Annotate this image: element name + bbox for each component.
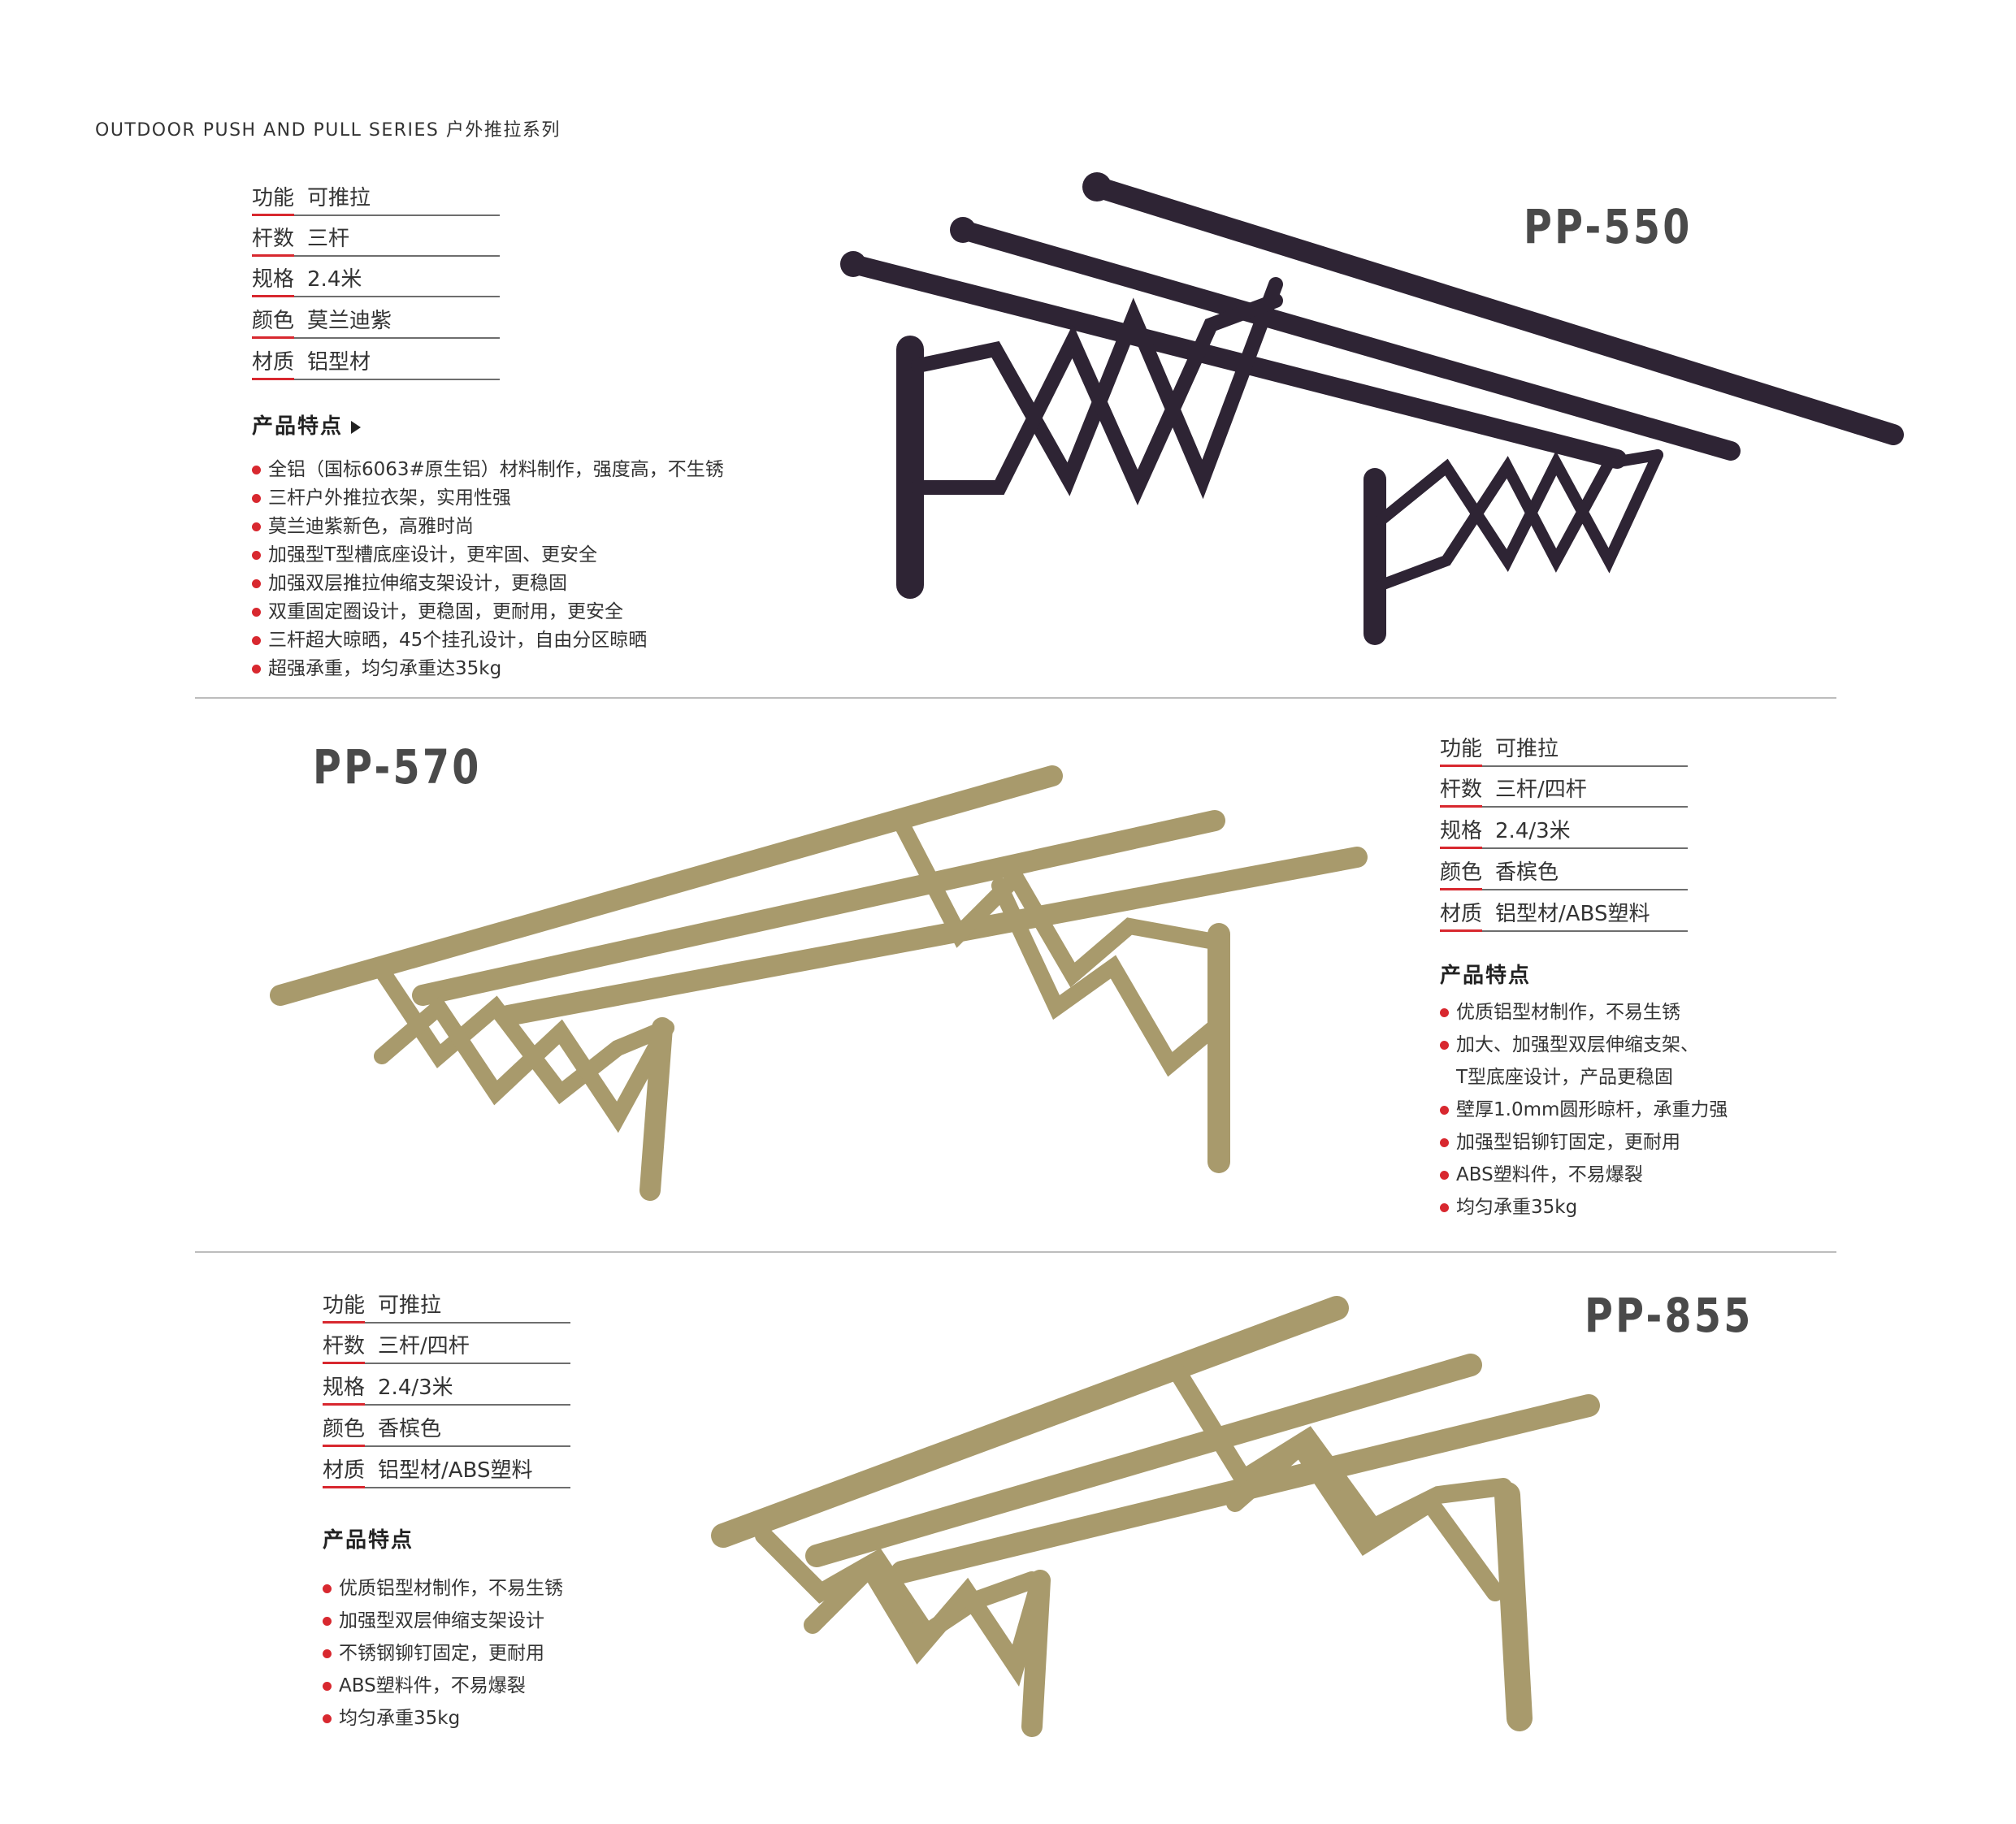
feature-item: 三杆户外推拉衣架，实用性强 — [252, 482, 511, 509]
bullet-icon — [252, 579, 261, 588]
spec-row-rods: 杆数三杆/四杆 — [323, 1328, 570, 1364]
section-divider — [195, 697, 1836, 699]
bullet-icon — [323, 1617, 332, 1626]
bullet-icon — [252, 494, 261, 503]
features-title: 产品特点 — [252, 409, 362, 440]
spec-row-color: 颜色莫兰迪紫 — [252, 303, 500, 339]
spec-row-function: 功能可推拉 — [1440, 731, 1688, 767]
spec-value: 2.4米 — [307, 267, 362, 292]
bullet-icon — [1440, 1171, 1449, 1180]
spec-value: 2.4/3米 — [378, 1376, 453, 1400]
spec-value: 可推拉 — [378, 1293, 442, 1318]
spec-row-rods: 杆数三杆 — [252, 221, 500, 257]
spec-row-size: 规格 2.4/3米 — [323, 1370, 570, 1406]
feature-item: 均匀承重35kg — [323, 1702, 460, 1730]
spec-label: 规格 — [323, 1371, 366, 1406]
spec-row-color: 颜色香槟色 — [323, 1411, 570, 1447]
feature-item: 加强型双层伸缩支架设计 — [323, 1605, 544, 1632]
model-title-pp550: PP-550 — [1524, 199, 1693, 254]
feature-item: 三杆超大晾晒，45个挂孔设计，自由分区晾晒 — [252, 624, 647, 652]
spec-label: 杆数 — [1440, 773, 1483, 808]
feature-item: 双重固定圈设计，更稳固，更耐用，更安全 — [252, 596, 623, 623]
bullet-icon — [1440, 1041, 1449, 1050]
bullet-icon — [1440, 1203, 1449, 1212]
feature-item: T型底座设计，产品更稳固 — [1456, 1067, 1674, 1088]
spec-value: 三杆/四杆 — [1495, 778, 1587, 802]
spec-value: 香槟色 — [1495, 860, 1559, 885]
bullet-icon — [323, 1584, 332, 1593]
spec-row-size: 规格 2.4米 — [252, 262, 500, 297]
feature-item: 全铝（国标6063#原生铝）材料制作，强度高，不生锈 — [252, 453, 724, 481]
feature-item: 优质铝型材制作，不易生锈 — [1440, 996, 1680, 1024]
bullet-icon — [252, 551, 261, 560]
spec-label: 杆数 — [323, 1329, 366, 1364]
bullet-icon — [1440, 1008, 1449, 1017]
bullet-icon — [252, 466, 261, 474]
feature-item: 加强型T型槽底座设计，更牢固、更安全 — [252, 539, 597, 566]
features-title-text: 产品特点 — [252, 414, 344, 439]
feature-item: 壁厚1.0mm圆形晾杆，承重力强 — [1440, 1094, 1728, 1121]
feature-item: 加大、加强型双层伸缩支架、 — [1440, 1029, 1699, 1056]
spec-label: 材质 — [323, 1454, 366, 1488]
bullet-icon — [252, 665, 261, 674]
spec-label: 功能 — [323, 1289, 366, 1324]
spec-label: 颜色 — [323, 1412, 366, 1447]
spec-label: 功能 — [252, 181, 295, 216]
spec-value: 铝型材/ABS塑料 — [1495, 902, 1650, 926]
spec-value: 三杆 — [307, 227, 350, 251]
play-arrow-icon — [351, 420, 362, 434]
spec-label: 杆数 — [252, 222, 295, 257]
spec-label: 规格 — [1440, 814, 1483, 849]
features-title: 产品特点 — [323, 1528, 414, 1553]
feature-item: ABS塑料件，不易爆裂 — [323, 1670, 526, 1697]
feature-item: ABS塑料件，不易爆裂 — [1440, 1159, 1643, 1186]
bullet-icon — [323, 1649, 332, 1658]
spec-label: 功能 — [1440, 732, 1483, 767]
spec-label: 颜色 — [252, 304, 295, 339]
spec-value: 莫兰迪紫 — [307, 309, 392, 333]
spec-row-rods: 杆数三杆/四杆 — [1440, 772, 1688, 808]
spec-row-material: 材质铝型材/ABS塑料 — [323, 1453, 570, 1488]
bullet-icon — [1440, 1106, 1449, 1115]
spec-label: 材质 — [252, 345, 295, 380]
spec-row-function: 功能可推拉 — [252, 180, 500, 216]
spec-label: 规格 — [252, 262, 295, 297]
spec-value: 可推拉 — [1495, 737, 1559, 761]
bullet-icon — [252, 608, 261, 617]
spec-label: 颜色 — [1440, 856, 1483, 890]
feature-item: 超强承重，均匀承重达35kg — [252, 652, 501, 680]
spec-label: 材质 — [1440, 897, 1483, 932]
feature-item: 优质铝型材制作，不易生锈 — [323, 1572, 563, 1600]
bullet-icon — [1440, 1138, 1449, 1147]
bullet-icon — [323, 1714, 332, 1723]
feature-item: 莫兰迪紫新色，高雅时尚 — [252, 510, 474, 538]
spec-value: 铝型材 — [307, 350, 371, 375]
bullet-icon — [252, 636, 261, 645]
spec-row-size: 规格 2.4/3米 — [1440, 813, 1688, 849]
spec-row-color: 颜色香槟色 — [1440, 855, 1688, 890]
spec-value: 三杆/四杆 — [378, 1334, 470, 1358]
feature-item: 不锈钢铆钉固定，更耐用 — [323, 1637, 544, 1665]
spec-row-function: 功能可推拉 — [323, 1288, 570, 1324]
model-title-pp855: PP-855 — [1585, 1288, 1754, 1343]
spec-row-material: 材质铝型材 — [252, 344, 500, 380]
bullet-icon — [323, 1682, 332, 1691]
feature-item: 均匀承重35kg — [1440, 1191, 1577, 1219]
spec-value: 香槟色 — [378, 1417, 442, 1441]
features-title: 产品特点 — [1440, 964, 1532, 988]
model-title-pp570: PP-570 — [313, 739, 482, 795]
bullet-icon — [252, 522, 261, 531]
series-header: OUTDOOR PUSH AND PULL SERIES 户外推拉系列 — [95, 120, 561, 141]
section-divider — [195, 1251, 1836, 1253]
spec-value: 2.4/3米 — [1495, 819, 1571, 843]
feature-item: 加强型铝铆钉固定，更耐用 — [1440, 1126, 1680, 1154]
spec-row-material: 材质铝型材/ABS塑料 — [1440, 896, 1688, 932]
feature-item: 加强双层推拉伸缩支架设计，更稳固 — [252, 567, 567, 595]
spec-value: 可推拉 — [307, 186, 371, 210]
spec-value: 铝型材/ABS塑料 — [378, 1458, 533, 1483]
